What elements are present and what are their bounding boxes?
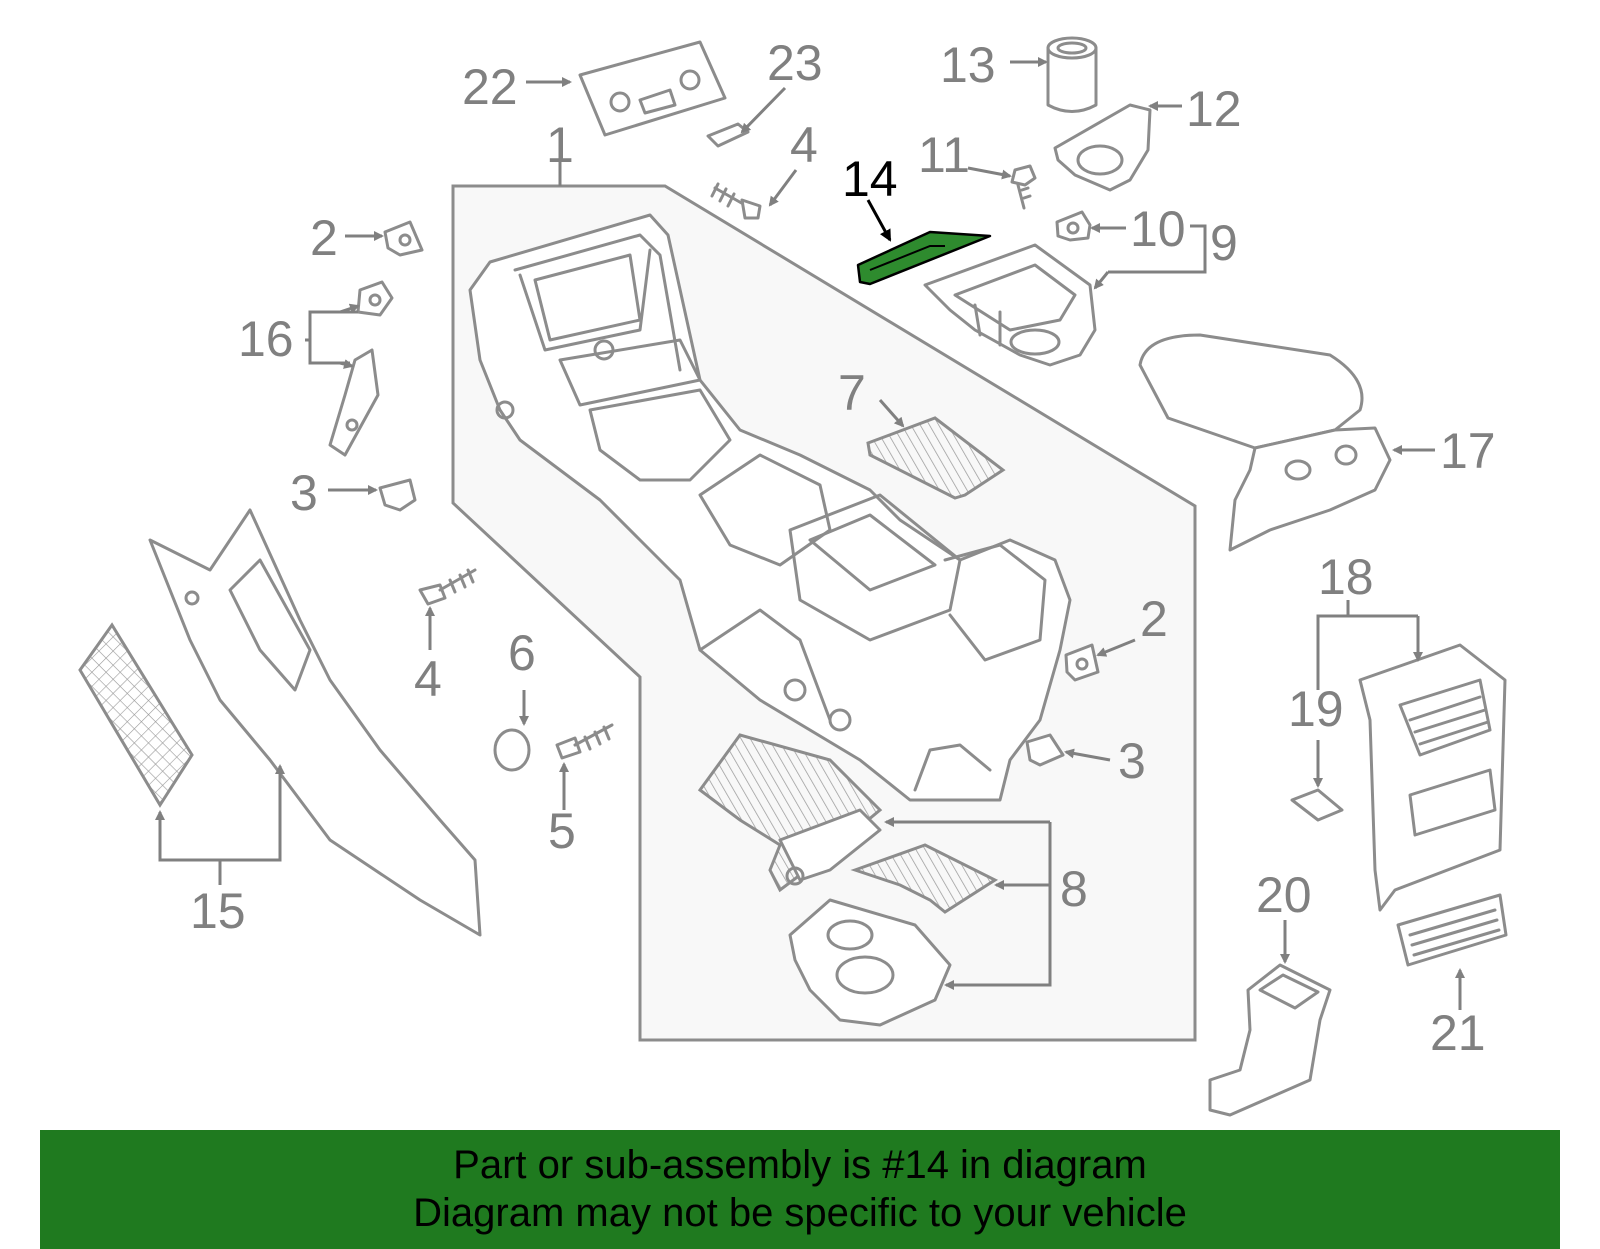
screw-part-4-lower [418,568,477,606]
switch-panel-part-22 [578,40,727,137]
cup-insert-part-13 [1046,36,1098,113]
bolt-part-11 [1010,164,1037,210]
clip-part-10 [1055,210,1092,242]
label-3-right: 3 [1118,733,1146,789]
label-15: 15 [190,883,246,939]
label-6: 6 [508,625,536,681]
duct-part-20 [1208,963,1332,1117]
clip-part-23 [706,122,750,148]
label-2-left: 2 [310,210,338,266]
screw-part-5 [555,723,614,760]
label-1: 1 [546,117,574,173]
center-console-part-1 [468,213,1072,802]
leader-lines [155,57,1465,1010]
trim-strip-part-14 [856,230,992,286]
clip-part-19 [1290,788,1344,822]
label-8: 8 [1060,861,1088,917]
side-panel-part-15 [78,508,482,937]
plug-part-6 [493,728,531,772]
label-17: 17 [1440,423,1496,479]
label-2-right: 2 [1140,591,1168,647]
mat-part-7 [866,416,1006,500]
insert-part-9 [923,243,1097,367]
banner-line-2: Diagram may not be specific to your vehi… [413,1191,1187,1235]
clip-part-2-right [1064,643,1100,682]
label-23: 23 [767,35,823,91]
label-7: 7 [838,365,866,421]
part-labels: 1 22 23 4 14 11 13 12 10 9 2 16 3 4 6 5 … [190,35,1496,1061]
clip-part-3-right [1025,733,1065,767]
label-20: 20 [1256,867,1312,923]
armrest-part-17 [1138,333,1392,552]
bezel-part-12 [1053,103,1152,192]
label-4-lower: 4 [414,651,442,707]
label-21: 21 [1430,1005,1486,1061]
label-5: 5 [548,803,576,859]
label-18: 18 [1318,549,1374,605]
label-14: 14 [842,151,898,207]
banner-line-1: Part or sub-assembly is #14 in diagram [453,1143,1147,1187]
label-12: 12 [1186,81,1242,137]
label-3-left: 3 [290,465,318,521]
vent-outlet-part-21 [1396,893,1508,967]
clip-part-3-left [378,478,417,512]
label-16: 16 [238,311,294,367]
clip-part-2-left [383,220,424,257]
label-11: 11 [918,127,970,183]
label-4-upper: 4 [790,117,818,173]
tray-part-8 [697,733,999,1027]
rear-vent-part-18 [1358,643,1507,912]
label-9: 9 [1210,215,1238,271]
label-22: 22 [462,59,518,115]
info-banner: Part or sub-assembly is #14 in diagram D… [40,1130,1560,1249]
label-19: 19 [1288,681,1344,737]
screw-part-4-upper [710,182,762,220]
label-10: 10 [1130,201,1186,257]
label-13: 13 [940,37,996,93]
bracket-part-16 [328,280,394,457]
